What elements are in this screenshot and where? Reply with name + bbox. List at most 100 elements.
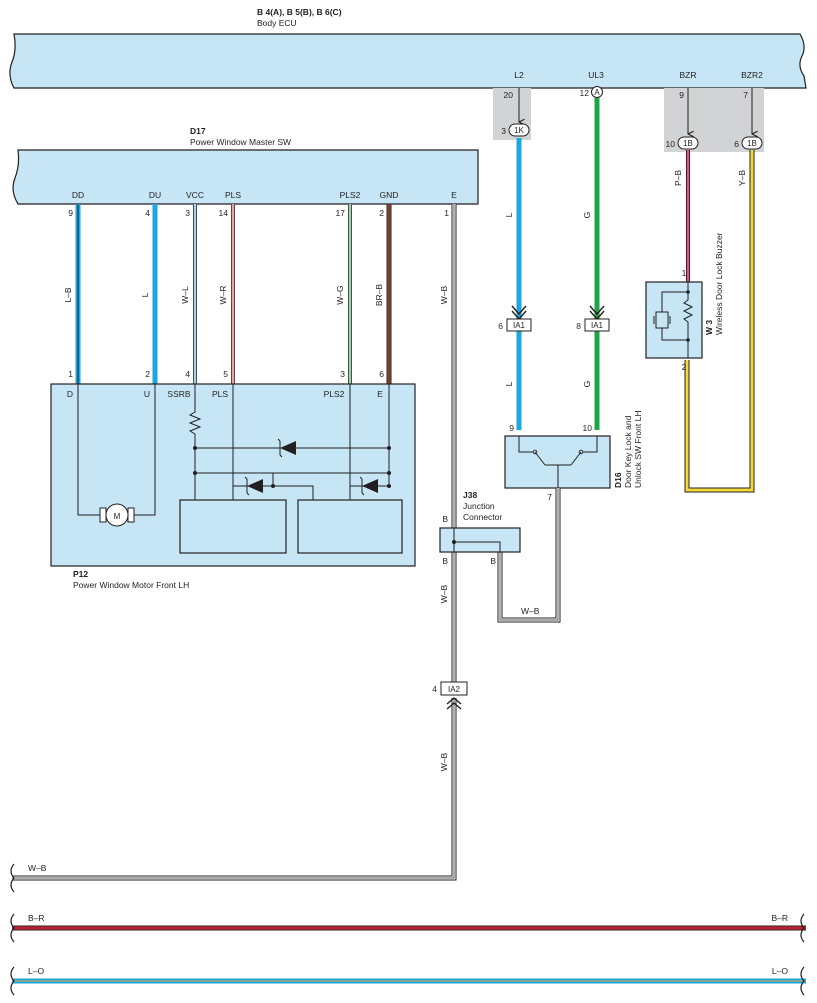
master-sw-body (12, 149, 479, 205)
motor-terminal-e: E (377, 389, 383, 399)
msw-terminal-dd: DD (72, 190, 84, 200)
junction-code-1b-b: 1B (747, 139, 757, 148)
wire-label-e-bottom: W–B (439, 752, 449, 771)
motor-pin-3: 3 (340, 369, 345, 379)
door-sw-name-1: Door Key Lock and (623, 415, 633, 488)
msw-terminal-vcc: VCC (186, 190, 204, 200)
j38-name-2: Connector (463, 512, 502, 522)
bus-label-br-right: B–R (771, 913, 788, 923)
buzzer-pin-bottom: 2 (682, 362, 687, 372)
buzzer-body (645, 281, 703, 359)
wire-label-gnd: BR–B (374, 284, 384, 307)
motor-symbol (105, 503, 129, 527)
wire-label-ul3-low: G (582, 381, 592, 388)
msw-pin-pls: 14 (219, 208, 229, 218)
ia1-a (506, 318, 532, 332)
ia1-connectors: 6 IA1 8 IA1 (498, 305, 610, 332)
zener-diode-3 (362, 479, 378, 493)
master-motor-wires: L–B L W–L W–R W–G BR–B (63, 204, 392, 384)
ia2-arrow (446, 697, 462, 710)
ecu-pin-ul3: 12 (580, 88, 590, 98)
motor-pin-1: 1 (68, 369, 73, 379)
motor-name: Power Window Motor Front LH (73, 580, 189, 590)
ia1-code-a: IA1 (513, 321, 526, 330)
door-sw-pin-left: 9 (509, 423, 514, 433)
ia1-code-b: IA1 (591, 321, 604, 330)
buzzer-pin-top: 1 (682, 268, 687, 278)
motor-symbol-label: M (114, 512, 121, 521)
motor-pin-4: 4 (185, 369, 190, 379)
motor-pin-5: 5 (223, 369, 228, 379)
motor-terminal-u: U (144, 389, 150, 399)
master-switch: D17 Power Window Master SW DD DU VCC PLS… (12, 126, 479, 218)
msw-pin-du: 4 (145, 208, 150, 218)
zener-diode-2 (247, 479, 263, 493)
door-sw-code: D16 (613, 472, 623, 488)
wire-label-ul3: G (582, 212, 592, 219)
door-sw-contacts (545, 464, 571, 488)
msw-terminal-pls2: PLS2 (340, 190, 361, 200)
ecu-terminal-l2: L2 (514, 70, 524, 80)
ecu-terminal-ul3: UL3 (588, 70, 604, 80)
wire-label-bzr: P–B (673, 170, 683, 186)
j38-pin-top: B (442, 514, 448, 524)
ecu-body (9, 33, 807, 89)
bus-label-lo-right: L–O (772, 966, 788, 976)
ia1-pin-b: 8 (576, 321, 581, 331)
ecu-terminal-bzr2: BZR2 (741, 70, 763, 80)
body-ecu: B 4(A), B 5(B), B 6(C) Body ECU L2 UL3 B… (9, 7, 807, 152)
wire-label-e: W–B (439, 285, 449, 304)
msw-pin-e: 1 (444, 208, 449, 218)
motor-ic-block-1 (179, 499, 287, 554)
motor-pin-6: 6 (379, 369, 384, 379)
wire-e-bottom (12, 698, 455, 879)
bus-label-wb-left: W–B (28, 863, 47, 873)
junction-1b-b (741, 136, 763, 150)
junction-pin-1k: 3 (501, 126, 506, 136)
motor-ic-block-2 (297, 499, 403, 554)
ecu-name: Body ECU (257, 18, 297, 28)
wire-label-pls: W–R (218, 286, 228, 305)
bus-label-lo-left: L–O (28, 966, 44, 976)
junction-connectors: 3 1K 10 1B 6 1B (501, 123, 763, 150)
motor-pin-2: 2 (145, 369, 150, 379)
junction-pin-1b-b: 6 (734, 139, 739, 149)
motor-terminal-d: D (67, 389, 73, 399)
msw-terminal-du: DU (149, 190, 161, 200)
wire-label-du: L (140, 292, 150, 297)
ia2-connector: 4 IA2 (432, 681, 468, 710)
connector-a-label: A (594, 88, 600, 97)
motor-terminal-pls: PLS (212, 389, 228, 399)
buzzer-code: W 3 (704, 320, 714, 335)
j38-code: J38 (463, 490, 477, 500)
j38-body (439, 527, 521, 553)
msw-terminal-e: E (451, 190, 457, 200)
ecu-code: B 4(A), B 5(B), B 6(C) (257, 7, 342, 17)
zener-diode-1 (280, 441, 296, 455)
motor-wiring (77, 384, 156, 516)
ecu-wires (516, 88, 752, 493)
junction-code-1b-a: 1B (683, 139, 693, 148)
buzzer-circuit (661, 282, 694, 358)
ecu-pin-bzr: 9 (679, 90, 684, 100)
door-sw-pin-right: 10 (583, 423, 593, 433)
junction-pin-1b-a: 10 (666, 139, 676, 149)
motor-terminal-pls2: PLS2 (324, 389, 345, 399)
junction-1b-a (677, 136, 699, 150)
door-lock-buzzer: 1 2 W 3 Wireless Door Lock Buzzer (645, 232, 724, 372)
connector-a-circle (591, 86, 603, 98)
wire-label-bzr2: Y–B (737, 170, 747, 186)
ecu-wire-labels: L G P–B Y–B L G (504, 170, 747, 388)
buzzer-name: Wireless Door Lock Buzzer (714, 232, 724, 335)
j38-pin-bottom-right: B (490, 556, 496, 566)
ecu-terminal-bzr: BZR (680, 70, 697, 80)
wire-j38-d16 (499, 488, 559, 621)
motor-resistor (188, 384, 202, 500)
junction-code-1k: 1K (514, 126, 524, 135)
msw-pin-vcc: 3 (185, 208, 190, 218)
window-motor: 1 2 4 5 3 6 D U SSRB PLS PLS2 E M (50, 369, 416, 590)
wire-label-vcc: W–L (180, 286, 190, 304)
msw-pin-gnd: 2 (379, 208, 384, 218)
wire-label-l2-low: L (504, 381, 514, 386)
